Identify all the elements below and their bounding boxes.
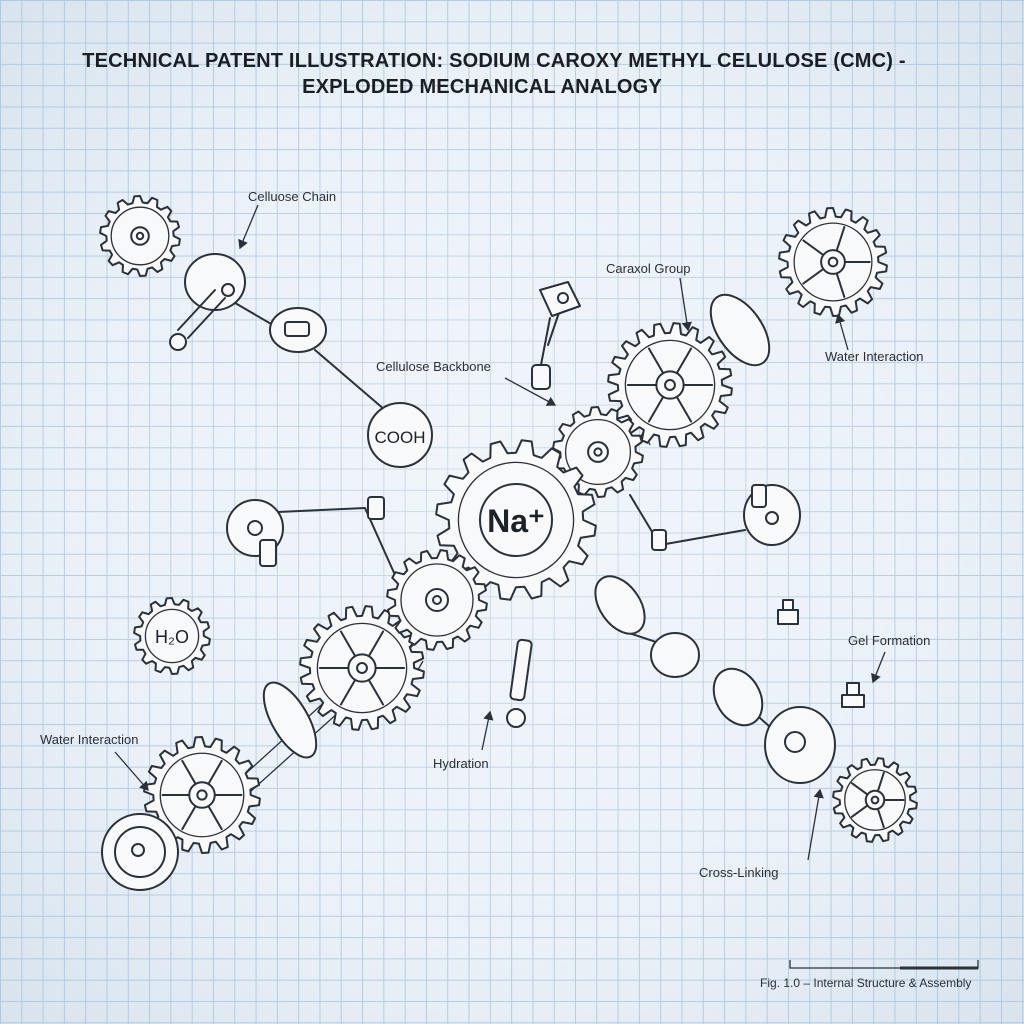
gear-car-axle (664, 379, 676, 391)
lower-backbone-gear (299, 605, 425, 731)
pulley-discs (101, 253, 836, 891)
gear-car-rim (624, 339, 716, 431)
center-gear-hub (479, 483, 553, 557)
gear-tl-hub (130, 226, 150, 246)
gear-bl-spoke (181, 805, 197, 831)
lower-backbone-gear-2 (386, 549, 488, 651)
scale-bar (789, 960, 979, 970)
label-hydration: Hydration (433, 756, 489, 771)
bottom-right-gear (832, 757, 918, 843)
cooh-disc: COOH (367, 402, 433, 468)
gear-bl-spoke (207, 759, 223, 785)
gear-tr-rim (793, 222, 873, 302)
diagram-title-line-1: TECHNICAL PATENT ILLUSTRATION: SODIUM CA… (82, 50, 906, 72)
gear-tr-axle (827, 256, 839, 268)
figure-caption: Fig. 1.0 – Internal Structure & Assembly (760, 976, 972, 990)
label-caraxol-group: Caraxol Group (606, 261, 691, 276)
cooh-disc-label: COOH (375, 428, 426, 447)
bottom-left-gear (143, 736, 261, 854)
leader-arrows (114, 204, 886, 861)
diagram-title-line-2: EXPLODED MECHANICAL ANALOGY (302, 76, 662, 98)
gear-br-axle (870, 795, 880, 805)
label-water-interaction-top: Water Interaction (825, 349, 924, 364)
gear-tr-spoke (802, 239, 825, 257)
h2o-gear-label: H₂O (155, 627, 189, 647)
gear-bl-hub (188, 781, 216, 809)
gear-bl-spoke (207, 805, 223, 831)
gear-tr-spoke (802, 267, 825, 285)
top-right-gear (778, 207, 888, 317)
gear-car-spoke (675, 395, 693, 423)
gear-ll1-rim (316, 622, 408, 714)
center-gear-rim (457, 461, 575, 579)
gear-ll1-spoke (339, 678, 357, 706)
gear-br-spoke (876, 771, 885, 793)
center-sodium-gear: Na⁺ (435, 439, 597, 601)
gear-car-hub (655, 370, 685, 400)
top-left-gear (99, 195, 181, 277)
gear-car-spoke (647, 347, 665, 375)
gear-car-spoke (675, 347, 693, 375)
gear-small-hub (587, 441, 609, 463)
gear-bl-rim (159, 752, 245, 838)
gear-br-hub (864, 789, 886, 811)
water-molecule-gear: H₂O (133, 597, 211, 675)
gear-tr-spoke (835, 272, 846, 298)
h2o-gear-rim (144, 608, 200, 664)
center-gear-label: Na⁺ (487, 503, 545, 539)
gear-small-axle (593, 447, 603, 457)
gear-bl-axle (196, 789, 208, 801)
gear-tl-axle (135, 231, 145, 241)
small-links-and-bolts (169, 281, 865, 728)
gear-ll1-axle (356, 662, 368, 674)
gear-br-spoke (850, 804, 869, 818)
gear-br-spoke (850, 782, 869, 796)
gear-ll1-hub (347, 653, 377, 683)
gear-bl-spoke (181, 759, 197, 785)
gear-car-spoke (647, 395, 665, 423)
label-cellulose-chain: Celluose Chain (248, 189, 337, 204)
gear-ll2-hub (425, 588, 449, 612)
label-water-interaction-left: Water Interaction (40, 732, 139, 747)
gear-ll2-rim (400, 563, 474, 637)
gear-ll1-spoke (367, 630, 385, 658)
label-cross-linking: Cross-Linking (699, 865, 779, 880)
gear-ll1-spoke (339, 630, 357, 658)
gear-ll1-spoke (367, 678, 385, 706)
gear-ll2-axle (432, 595, 442, 605)
gear-tl-rim (110, 206, 170, 266)
label-cellulose-backbone: Cellulose Backbone (376, 359, 491, 374)
caraxol-group-gear (607, 322, 733, 448)
gear-tr-hub (820, 249, 846, 275)
label-gel-formation: Gel Formation (848, 633, 931, 648)
gear-br-rim (844, 769, 906, 831)
gear-br-spoke (876, 807, 885, 829)
gear-tr-spoke (835, 226, 846, 252)
gear-small-rim (564, 418, 632, 486)
